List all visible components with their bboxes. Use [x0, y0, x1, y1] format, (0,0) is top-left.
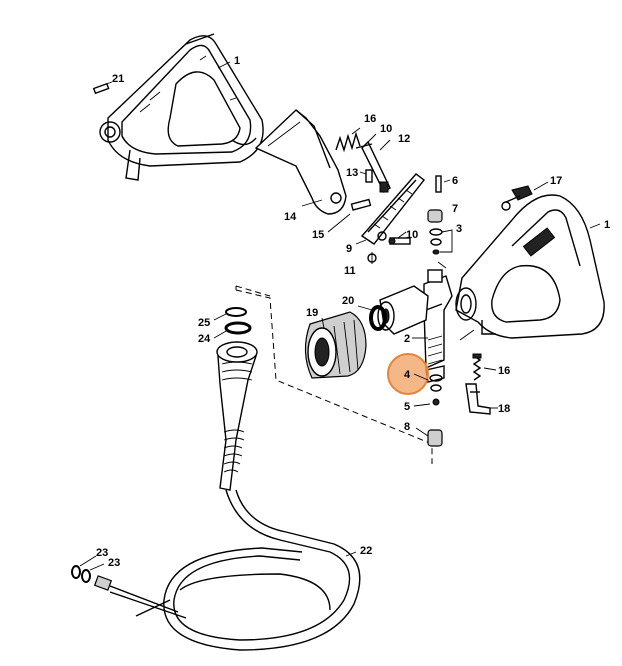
- label-part-10-mid: 10: [406, 229, 418, 241]
- label-part-24: 24: [198, 333, 211, 345]
- label-part-10-top: 10: [380, 123, 392, 135]
- highlight-circle-part-4[interactable]: [387, 353, 429, 395]
- label-part-7: 7: [452, 203, 458, 215]
- label-part-23-b: 23: [108, 557, 120, 569]
- nut-11: [367, 252, 377, 264]
- screw-21: [92, 81, 113, 95]
- o-rings-23: [71, 565, 91, 583]
- valve-body-2: [377, 269, 453, 383]
- pin-6: [435, 175, 442, 193]
- clip-17: [501, 185, 533, 211]
- o-ring-20: [369, 305, 387, 331]
- label-part-23-a: 23: [96, 547, 108, 559]
- label-part-12: 12: [398, 133, 410, 145]
- label-part-21: 21: [112, 73, 124, 85]
- label-part-18: 18: [498, 403, 510, 415]
- label-part-2: 2: [404, 333, 410, 345]
- pin-13: [365, 169, 373, 183]
- label-part-1-right: 1: [604, 219, 610, 231]
- label-part-6: 6: [452, 175, 458, 187]
- handle-housing-left: [99, 33, 264, 181]
- label-part-9: 9: [346, 243, 352, 255]
- label-part-15: 15: [312, 229, 324, 241]
- label-part-19: 19: [306, 307, 318, 319]
- trigger-lever-14: [254, 109, 347, 215]
- handle-grip-right: [455, 194, 605, 341]
- label-part-16-right: 16: [498, 365, 510, 377]
- spray-hose-22: [93, 341, 361, 651]
- rail-9: [360, 173, 425, 245]
- bracket-18: [465, 383, 491, 415]
- label-part-4: 4: [404, 369, 411, 381]
- lever-pin-12: [355, 140, 391, 194]
- o-rings-3: [429, 228, 443, 255]
- o-ring-25: [225, 307, 247, 317]
- label-part-5: 5: [404, 401, 410, 413]
- label-part-1-left: 1: [234, 55, 240, 67]
- label-part-14: 14: [284, 211, 297, 223]
- pin-15: [350, 198, 372, 211]
- label-part-17: 17: [550, 175, 562, 187]
- label-part-8: 8: [404, 421, 410, 433]
- o-ring-24: [224, 321, 252, 335]
- label-part-3: 3: [456, 223, 462, 235]
- pin-10-middle: [388, 237, 411, 245]
- label-part-25: 25: [198, 317, 210, 329]
- spring-16-right: [472, 353, 482, 381]
- label-part-20: 20: [342, 295, 354, 307]
- label-part-11: 11: [344, 265, 356, 277]
- label-part-22: 22: [360, 545, 372, 557]
- valve-parts-4-5-8: [427, 374, 443, 447]
- coupling-19: [304, 311, 367, 379]
- nut-7: [427, 209, 443, 223]
- label-part-13: 13: [346, 167, 358, 179]
- label-part-16-top: 16: [364, 113, 376, 125]
- spring-16-top: [335, 131, 361, 153]
